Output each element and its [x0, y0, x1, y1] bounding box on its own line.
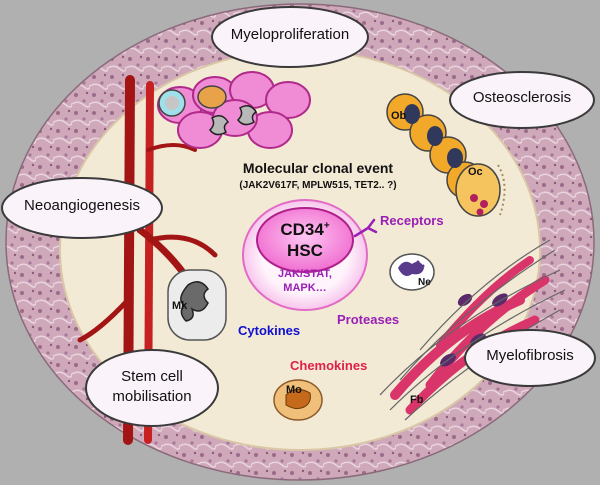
cd34-text: CD34 — [280, 220, 324, 239]
label-myelofibrosis: Myelofibrosis — [486, 347, 574, 364]
oval-neoangiogenesis — [1, 177, 163, 239]
hsc-label: HSC — [287, 241, 323, 260]
neutrophil-cell — [389, 253, 435, 291]
cell-label-fb: Fb — [410, 394, 424, 406]
hsc-cd34-label: CD34+ — [262, 220, 348, 240]
oval-myelofibrosis — [464, 329, 596, 387]
label-myeloproliferation: Myeloproliferation — [230, 26, 350, 43]
cell-label-mk: Mk — [172, 300, 188, 312]
receptor-icon — [353, 218, 378, 238]
pathway-jak-stat: JAK/STAT, — [278, 268, 332, 280]
pathway-mapk: MAPK… — [283, 282, 327, 294]
proteases-label: Proteases — [337, 312, 400, 327]
cell-label-mo: Mo — [286, 384, 302, 396]
molecular-event-title: Molecular clonal event — [242, 160, 394, 176]
oval-shapes — [1, 6, 596, 427]
monocyte-cell — [273, 379, 323, 421]
label-mobilisation: mobilisation — [112, 388, 192, 405]
molecular-event-detail: (JAK2V617F, MPLW515, TET2.. ?) — [239, 180, 397, 191]
cell-label-ne: Ne — [418, 277, 431, 288]
cytokines-label: Cytokines — [238, 323, 301, 338]
myeloid-cluster — [157, 71, 311, 149]
oval-myeloproliferation — [211, 6, 369, 68]
hsc-nucleus — [256, 207, 354, 273]
chemokines-label: Chemokines — [290, 358, 368, 373]
cell-label-ob: Ob — [391, 110, 407, 122]
cd34-superscript: + — [323, 220, 330, 232]
label-neoangiogenesis: Neoangiogenesis — [24, 197, 140, 214]
label-osteosclerosis: Osteosclerosis — [472, 89, 572, 106]
label-stem-cell: Stem cell — [121, 368, 183, 385]
cell-label-oc: Oc — [468, 166, 483, 178]
oval-stem-cell-mobilisation — [85, 349, 219, 427]
osteoblast-column — [386, 93, 506, 217]
receptors-label: Receptors — [380, 213, 444, 228]
oval-osteosclerosis — [449, 71, 595, 129]
megakaryocyte-cell — [167, 269, 227, 341]
